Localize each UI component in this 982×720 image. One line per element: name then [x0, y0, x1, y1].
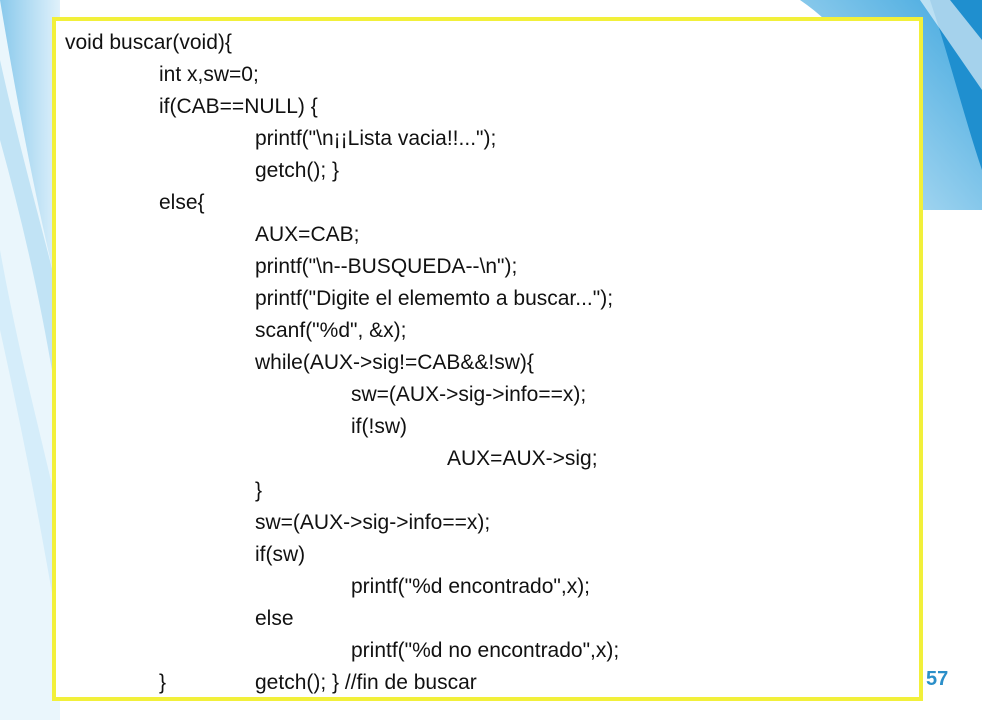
code-line: int x,sw=0; — [159, 63, 259, 86]
code-line: if(sw) — [255, 543, 306, 566]
code-line: printf("\n--BUSQUEDA--\n"); — [255, 255, 518, 278]
code-line: while(AUX->sig!=CAB&&!sw){ — [255, 351, 534, 374]
code-line: AUX=AUX->sig; — [447, 447, 598, 470]
code-line: printf("Digite el elememto a buscar...")… — [255, 287, 614, 310]
code-line: scanf("%d", &x); — [255, 319, 407, 342]
code-line: else — [255, 607, 294, 630]
code-line: else{ — [159, 191, 205, 214]
code-line: void buscar(void){ — [65, 31, 232, 54]
code-line: } — [159, 671, 167, 694]
code-frame: void buscar(void){ int x,sw=0; if(CAB==N… — [52, 17, 923, 701]
code-line: } — [255, 479, 263, 502]
code-line: if(!sw) — [351, 415, 407, 438]
code-line: sw=(AUX->sig->info==x); — [255, 511, 491, 534]
code-line: AUX=CAB; — [255, 223, 360, 246]
page-number: 57 — [926, 668, 949, 690]
code-line: getch(); } — [255, 159, 340, 182]
code-line: sw=(AUX->sig->info==x); — [351, 383, 587, 406]
code-line: printf("%d no encontrado",x); — [351, 639, 620, 662]
code-line: if(CAB==NULL) { — [159, 95, 318, 118]
code-line: getch(); } //fin de buscar — [255, 671, 477, 694]
code-line: printf("\n¡¡Lista vacia!!..."); — [255, 127, 497, 150]
code-line: printf("%d encontrado",x); — [351, 575, 591, 598]
